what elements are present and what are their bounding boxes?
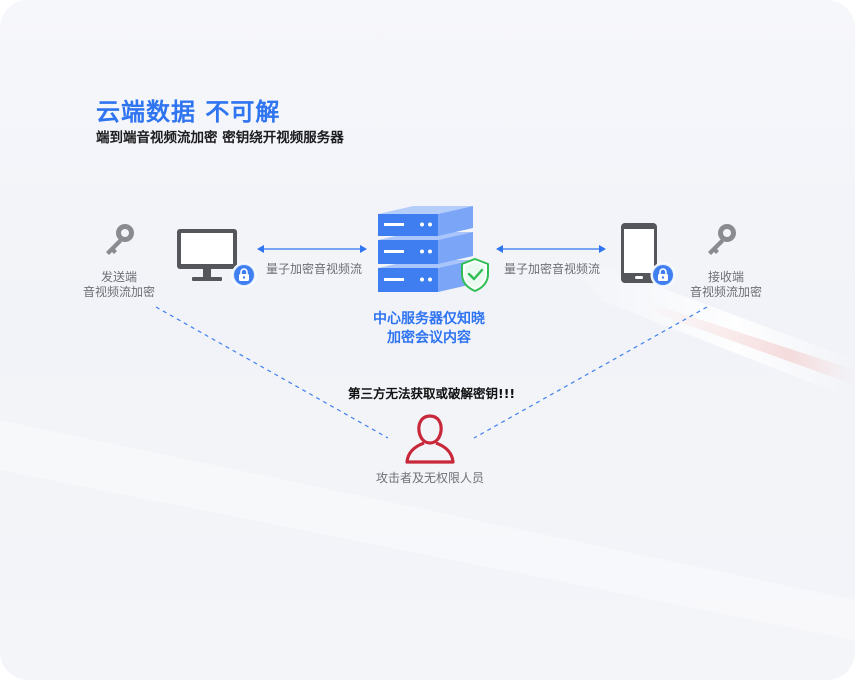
left-link-label: 量子加密音视频流 bbox=[265, 262, 362, 276]
receiver-lock-icon bbox=[650, 262, 676, 288]
sender-lock-icon bbox=[231, 262, 257, 288]
server-icon bbox=[378, 206, 473, 292]
sender-label-line1: 发送端 bbox=[100, 270, 137, 284]
attacker-user-icon bbox=[405, 414, 455, 464]
receiver-label-line1: 接收端 bbox=[707, 270, 744, 284]
right-link-arrow bbox=[496, 245, 606, 253]
receiver-label-line2: 音视频流加密 bbox=[689, 285, 762, 299]
phone-icon bbox=[621, 223, 657, 283]
monitor-icon bbox=[177, 229, 237, 281]
shield-check-icon bbox=[461, 257, 489, 293]
page-subtitle: 端到端音视频流加密 密钥绕开视频服务器 bbox=[96, 130, 344, 146]
attacker-label: 攻击者及无权限人员 bbox=[375, 471, 484, 485]
sender-key-icon bbox=[106, 224, 134, 255]
server-label-line1: 中心服务器仅知晓 bbox=[373, 311, 485, 327]
left-link-arrow bbox=[257, 245, 367, 253]
sender-label-line2: 音视频流加密 bbox=[82, 285, 155, 299]
page-title: 云端数据 不可解 bbox=[96, 98, 281, 126]
sender-label: 发送端 音视频流加密 bbox=[76, 270, 162, 300]
receiver-key-icon bbox=[708, 224, 736, 255]
right-link-label: 量子加密音视频流 bbox=[503, 262, 600, 276]
server-label: 中心服务器仅知晓 加密会议内容 bbox=[349, 310, 509, 348]
warning-text: 第三方无法获取或破解密钥!!! bbox=[348, 386, 516, 401]
receiver-label: 接收端 音视频流加密 bbox=[683, 270, 769, 300]
server-label-line2: 加密会议内容 bbox=[387, 330, 471, 346]
